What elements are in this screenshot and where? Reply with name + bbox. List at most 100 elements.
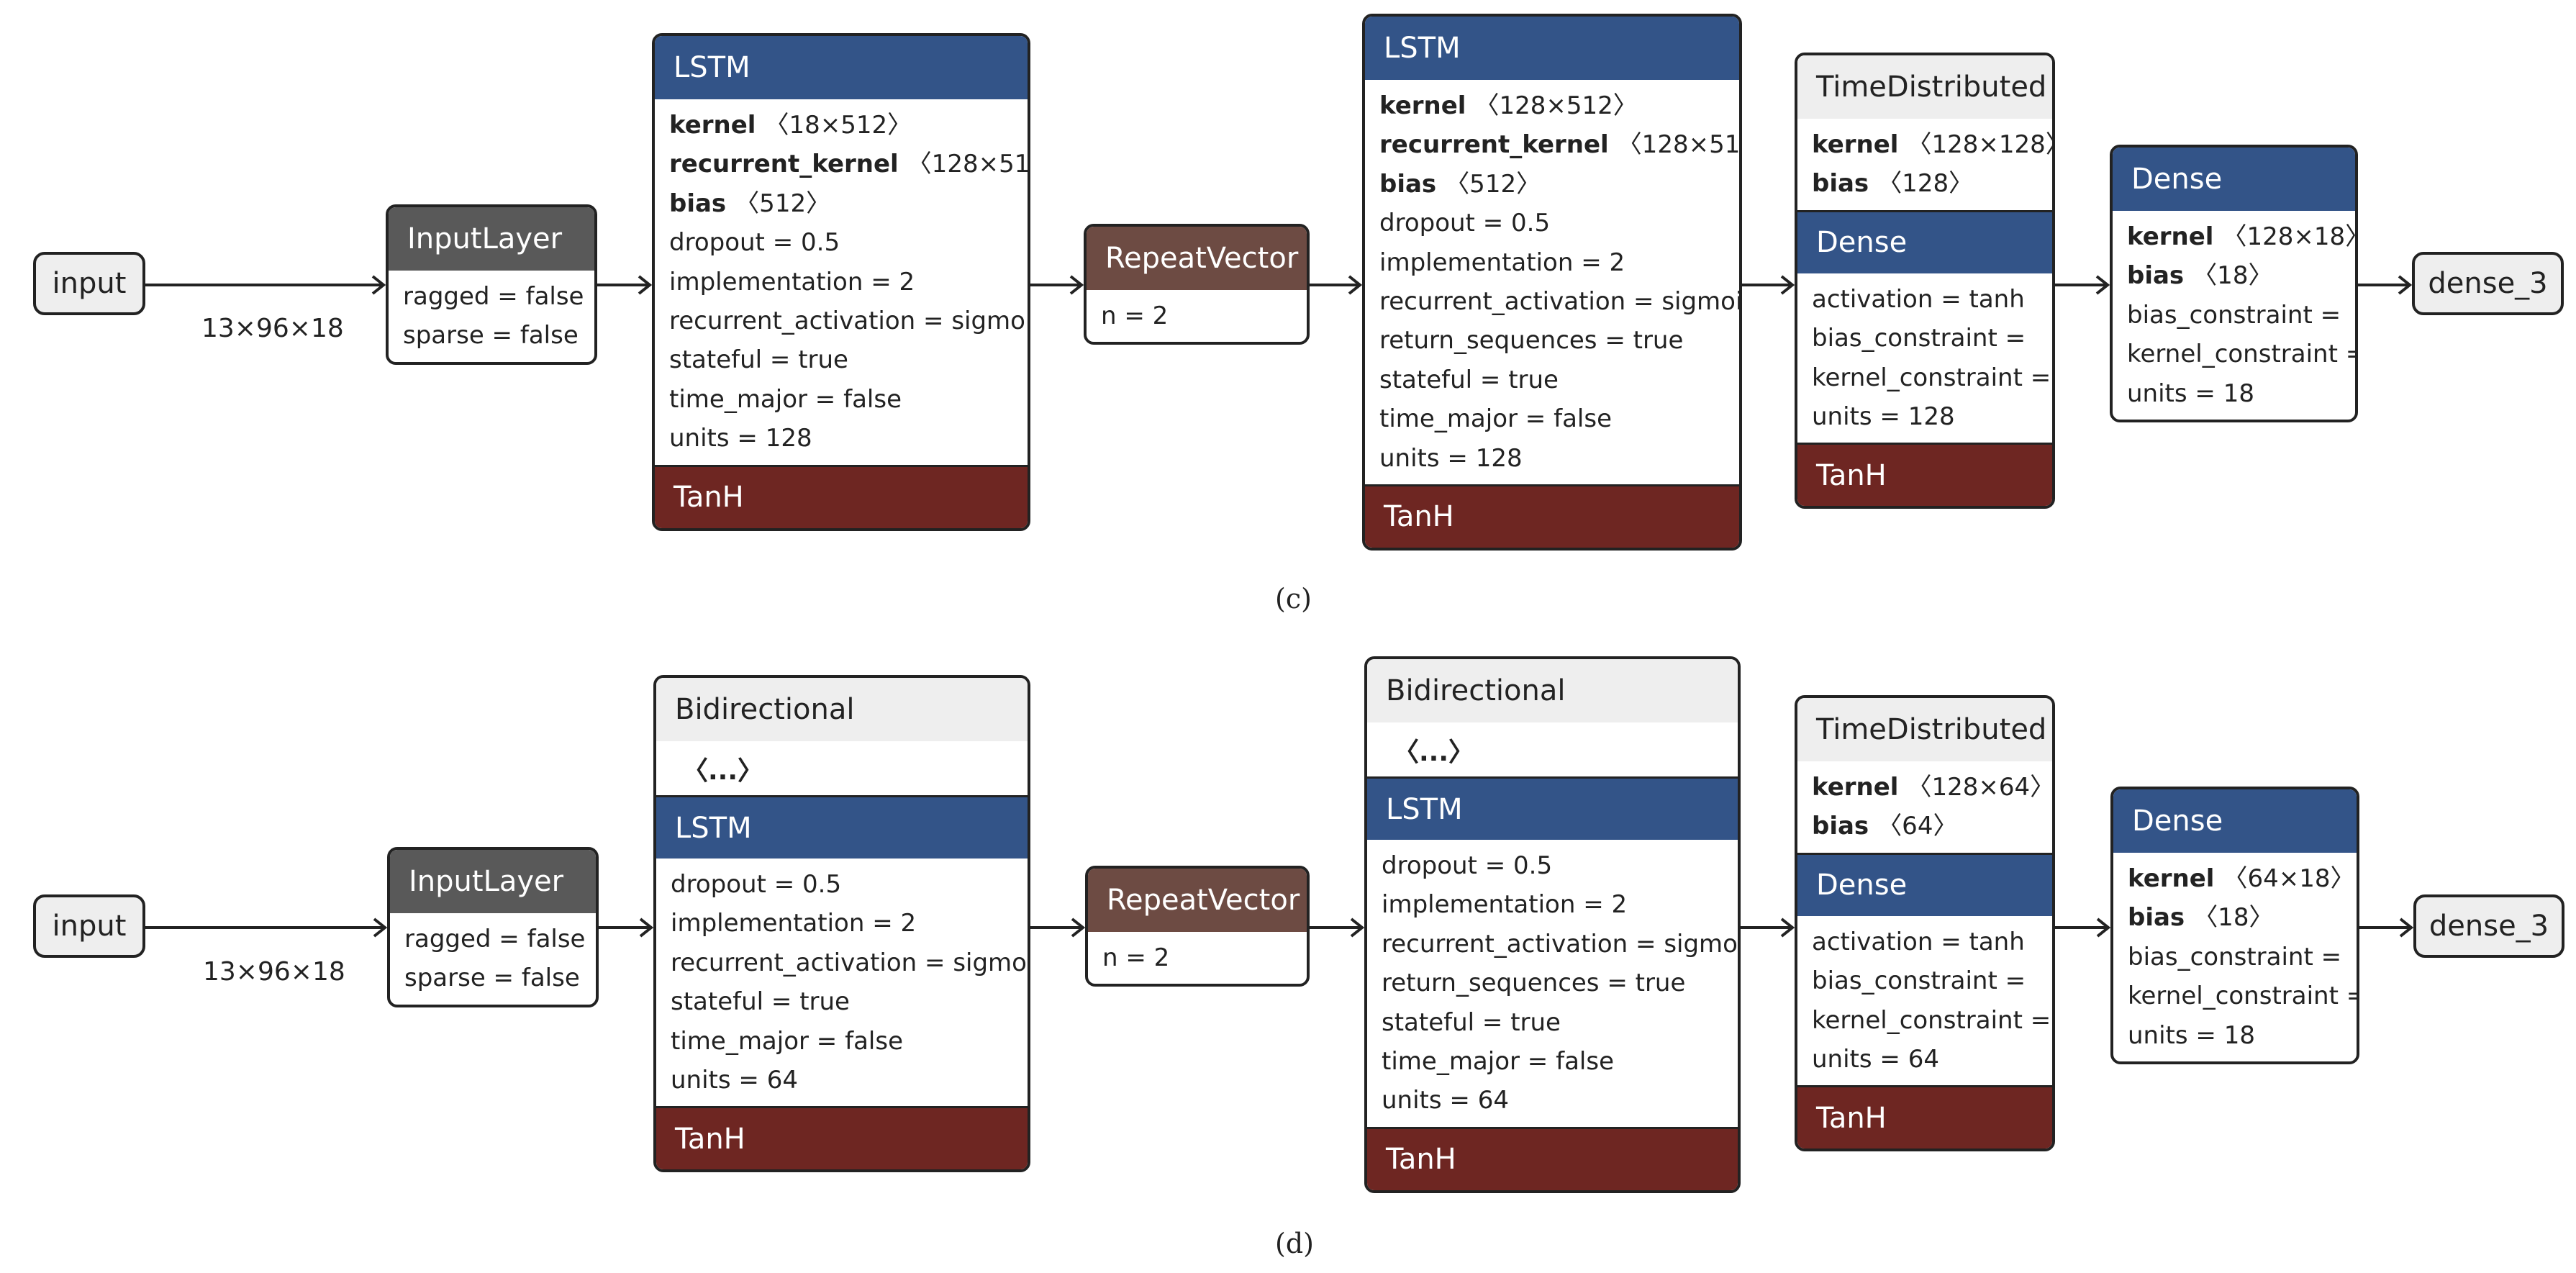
input-node[interactable]: input [33,894,145,958]
attribute-row: units = 64 [1382,1081,1738,1120]
equals-sign: = [1117,943,1154,972]
attribute-row: implementation = 2 [669,263,1028,302]
attribute-list: kernel〈128×18〉bias〈18〉bias_constraint = … [2113,211,2355,420]
time-distributed-node[interactable]: TimeDistributed kernel〈128×64〉bias〈64〉 Den… [1795,695,2055,1152]
equals-sign: = [1518,404,1554,434]
layer-header: LSTM [1365,17,1739,80]
attribute-name: implementation [1382,890,1576,920]
attribute-value: 2 [899,267,915,296]
attribute-value: 64 [766,1065,798,1095]
layer-header: InputLayer [390,850,596,913]
equals-sign: = [917,948,953,977]
input-node[interactable]: input [33,252,145,315]
weight-row: recurrent_kernel〈128×512〉 [1379,125,1739,164]
attribute-name: stateful [669,345,763,375]
collapsed-section[interactable]: 〈...〉 [1393,737,1475,767]
weight-row: kernel〈128×512〉 [1379,86,1739,125]
attribute-list: kernel〈128×512〉recurrent_kernel〈128×512〉… [1365,80,1739,484]
attribute-row: n = 2 [1102,938,1307,977]
attribute-name: return_sequences [1382,969,1600,998]
attribute-name: kernel_constraint [1812,363,2023,392]
attribute-row: activation = tanh [1812,280,2052,319]
equals-sign: = [1116,302,1153,330]
attribute-name: units [1812,402,1872,431]
equals-sign: = [1520,1046,1556,1076]
attribute-name: recurrent_activation [1382,929,1628,959]
equals-sign: = [763,987,800,1017]
equals-sign: = [1575,890,1612,920]
weight-name: bias [1812,169,1869,199]
attribute-name: recurrent_activation [669,306,916,335]
attribute-row: return_sequences = true [1382,964,1738,1002]
equals-sign: = [729,424,766,453]
weight-row: kernel〈128×64〉 [1812,768,2052,807]
weight-row: kernel〈64×18〉 [2128,859,2357,898]
weight-row: bias〈512〉 [669,184,1028,223]
layer-header: TimeDistributed [1797,698,2052,761]
attribute-row: bias_constraint = [2127,296,2355,335]
layer-header: LSTM [655,36,1028,99]
attribute-row: stateful = true [1382,1003,1738,1042]
output-node[interactable]: dense_3 [2413,894,2564,958]
attribute-value: false [525,282,584,311]
attribute-value: sigmoid [951,306,1028,335]
layer-header: LSTM [1367,776,1738,840]
attribute-row: recurrent_activation = sigmoid [669,302,1028,340]
figure-caption: (c) [1275,583,1312,615]
attribute-value: true [799,987,850,1017]
attribute-row: time_major = false [1379,399,1739,438]
attribute-value: true [1635,969,1686,998]
equals-sign: = [762,345,799,375]
weight-name: bias [2128,903,2185,933]
attribute-name: stateful [1379,365,1473,394]
layer-header: Dense [1797,209,2052,273]
attribute-row: units = 128 [1379,439,1739,478]
layer-header: Bidirectional [1367,659,1738,722]
attribute-name: ragged [404,925,491,953]
attribute-value: 0.5 [802,870,842,899]
attribute-name: units [671,1065,731,1095]
layer-header: Dense [2113,789,2357,853]
attribute-value: sigmoid [1661,286,1742,316]
attribute-list: n = 2 [1088,932,1307,984]
weight-row: kernel〈18×512〉 [669,106,1028,145]
layer-header: RepeatVector [1087,227,1307,290]
arrowhead [371,275,386,295]
activation-footer: TanH [1797,443,2052,507]
equals-sign: = [2339,982,2357,1010]
arrowhead [1069,275,1084,295]
attribute-value: 0.5 [1513,851,1553,880]
equals-sign: = [1933,284,1969,314]
attribute-row: dropout = 0.5 [1379,204,1739,243]
attribute-row: stateful = true [671,982,1028,1021]
layer-header: Dense [1797,852,2052,916]
output-node[interactable]: dense_3 [2412,252,2564,315]
equals-sign: = [1474,209,1511,238]
attribute-name: stateful [1382,1007,1475,1037]
attribute-name: bias_constraint [1812,966,1997,996]
attribute-row: time_major = false [671,1022,1028,1061]
attribute-value: 2 [1609,248,1625,277]
weight-row: bias〈64〉 [1812,807,2052,846]
attribute-name: time_major [671,1026,809,1056]
weight-shape: 〈64〉 [1877,812,1958,841]
equals-sign: = [1997,966,2026,996]
attribute-value: 2 [900,909,917,938]
collapsed-section[interactable]: 〈...〉 [682,756,764,786]
arrowhead [1780,918,1795,938]
